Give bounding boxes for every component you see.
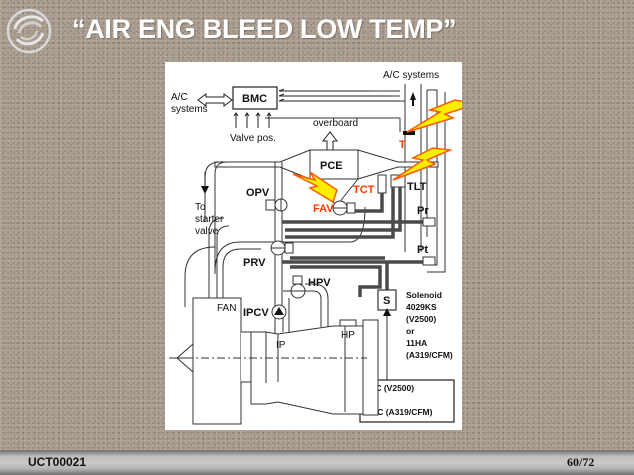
- hpv-label: HPV: [308, 277, 331, 289]
- double-arrow-icon: [197, 93, 233, 107]
- overboard-label: overboard: [313, 118, 358, 129]
- hpv-actuator: [292, 275, 303, 285]
- up-arrow-icon: [410, 92, 416, 106]
- lightning-fav-icon: [292, 171, 338, 204]
- controller-label-1: EEC (V2500): [364, 383, 414, 393]
- ipcv-label: IPCV: [243, 307, 269, 319]
- to-starter-label-3: valve: [195, 226, 219, 237]
- tlt-label: TLT: [407, 181, 427, 193]
- valve-pos-label: Valve pos.: [230, 133, 276, 144]
- valve-pos-arrows: [233, 112, 272, 128]
- to-starter-label-1: To: [195, 202, 206, 213]
- ac-systems-left-label-2: systems: [171, 104, 208, 115]
- main-bleed-duct: [184, 162, 366, 372]
- bmc-box: [232, 86, 278, 110]
- opv-label: OPV: [246, 187, 270, 199]
- slide-title: “AIR ENG BLEED LOW TEMP”: [72, 14, 457, 44]
- solenoid-desc-6: (A319/CFM): [406, 350, 453, 360]
- solenoid-desc-1: Solenoid: [406, 290, 442, 300]
- tct-label: TCT: [353, 184, 375, 196]
- tlt-sensor: [390, 174, 406, 188]
- lightning-tct-tlt-icon: [392, 147, 453, 181]
- starter-duct: [204, 161, 221, 222]
- opv-actuator: [265, 199, 276, 211]
- fav-label: FAV: [313, 203, 334, 215]
- overboard-arrow-icon: [321, 131, 339, 151]
- document-code: UCT00021: [28, 455, 87, 469]
- solenoid-desc-5: 11HA: [406, 338, 427, 348]
- hp-duct: [305, 283, 329, 327]
- slide-footer: UCT00021 60/72: [0, 450, 634, 475]
- sense-lines: [282, 187, 427, 297]
- pr-sensor: [422, 217, 436, 227]
- pt-label: Pt: [417, 244, 428, 256]
- prv-actuator: [284, 242, 294, 254]
- solenoid-label: S: [383, 295, 390, 307]
- pt-sensor: [422, 256, 436, 266]
- company-swirl-logo-icon: [6, 8, 52, 54]
- hp-label: HP: [341, 330, 355, 341]
- solenoid-desc-2: 4029KS: [406, 302, 437, 312]
- prv-label: PRV: [243, 257, 266, 269]
- pr-label: Pr: [417, 205, 429, 217]
- controller-label-3: BMC (A319/CFM): [364, 407, 433, 417]
- tct-sensor: [377, 174, 387, 194]
- t-sensor: [403, 131, 415, 135]
- engine-outline: [175, 297, 379, 425]
- bleed-air-diagram: A/C systems BMC Valve pos. A/C systems: [165, 62, 462, 430]
- ac-systems-left-label-1: A/C: [171, 92, 188, 103]
- pce-box: [309, 149, 359, 180]
- solenoid-desc-3: (V2500): [406, 314, 436, 324]
- ac-systems-top-label: A/C systems: [383, 70, 439, 81]
- ip-label: IP: [276, 340, 286, 351]
- pce-label: PCE: [320, 160, 343, 172]
- bmc-label: BMC: [242, 93, 267, 105]
- fav-actuator: [346, 202, 356, 214]
- fan-duct: [208, 217, 230, 298]
- t-sensor-label: T: [399, 139, 406, 151]
- to-starter-label-2: starter: [195, 214, 224, 225]
- lightning-t-sensor-icon: [406, 99, 462, 133]
- fan-label: FAN: [217, 303, 236, 314]
- page-number: 60/72: [567, 455, 595, 469]
- solenoid-desc-4: or: [406, 326, 415, 336]
- bmc-input-lines: [278, 88, 405, 102]
